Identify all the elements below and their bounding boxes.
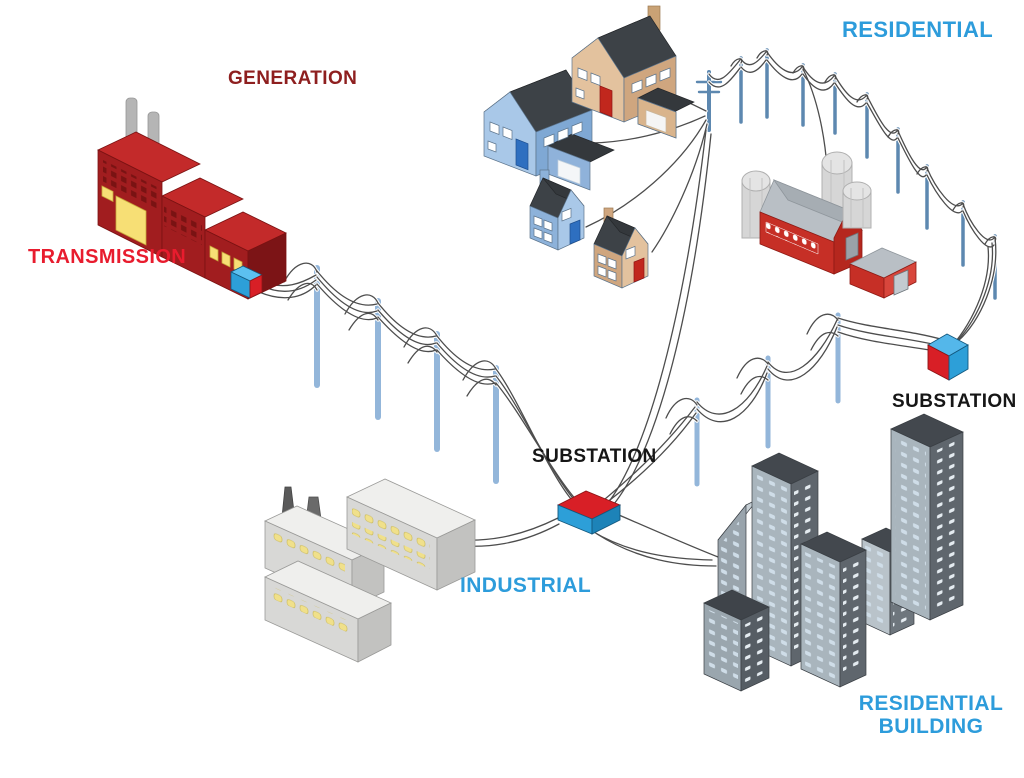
industrial-buildings <box>264 478 476 663</box>
house-tan-small <box>593 207 649 289</box>
house-tan-large <box>571 5 695 139</box>
step-up-transformer <box>230 265 263 299</box>
substation-right-box <box>927 333 969 381</box>
substation-mid-box <box>556 490 622 535</box>
industrial-label: INDUSTRIAL <box>460 574 592 597</box>
generation-label: GENERATION <box>228 68 358 89</box>
transmission-poles <box>314 265 499 484</box>
power-lines <box>235 49 998 568</box>
transmission-label: TRANSMISSION <box>28 246 187 268</box>
factory-low <box>264 560 392 663</box>
factory-long <box>346 478 476 591</box>
substation-mid-label: SUBSTATION <box>532 446 657 467</box>
silo <box>842 181 872 229</box>
residential-label: RESIDENTIAL <box>842 17 994 42</box>
residential-building-label: RESIDENTIAL BUILDING <box>845 692 1017 738</box>
residential-houses <box>483 5 695 289</box>
tower-mid <box>800 531 867 688</box>
tower-tallest <box>890 413 964 621</box>
residential-building-label-line2: BUILDING <box>878 715 984 739</box>
farm-shed <box>849 247 917 299</box>
farm <box>741 151 917 299</box>
barn <box>759 179 864 275</box>
residential-building-label-line1: RESIDENTIAL <box>858 692 1004 715</box>
substation-right-label: SUBSTATION <box>892 391 1017 412</box>
tower-small <box>703 589 770 692</box>
residential-towers <box>703 413 964 692</box>
house-blue-large <box>483 69 615 191</box>
house-blue-small <box>529 169 585 251</box>
